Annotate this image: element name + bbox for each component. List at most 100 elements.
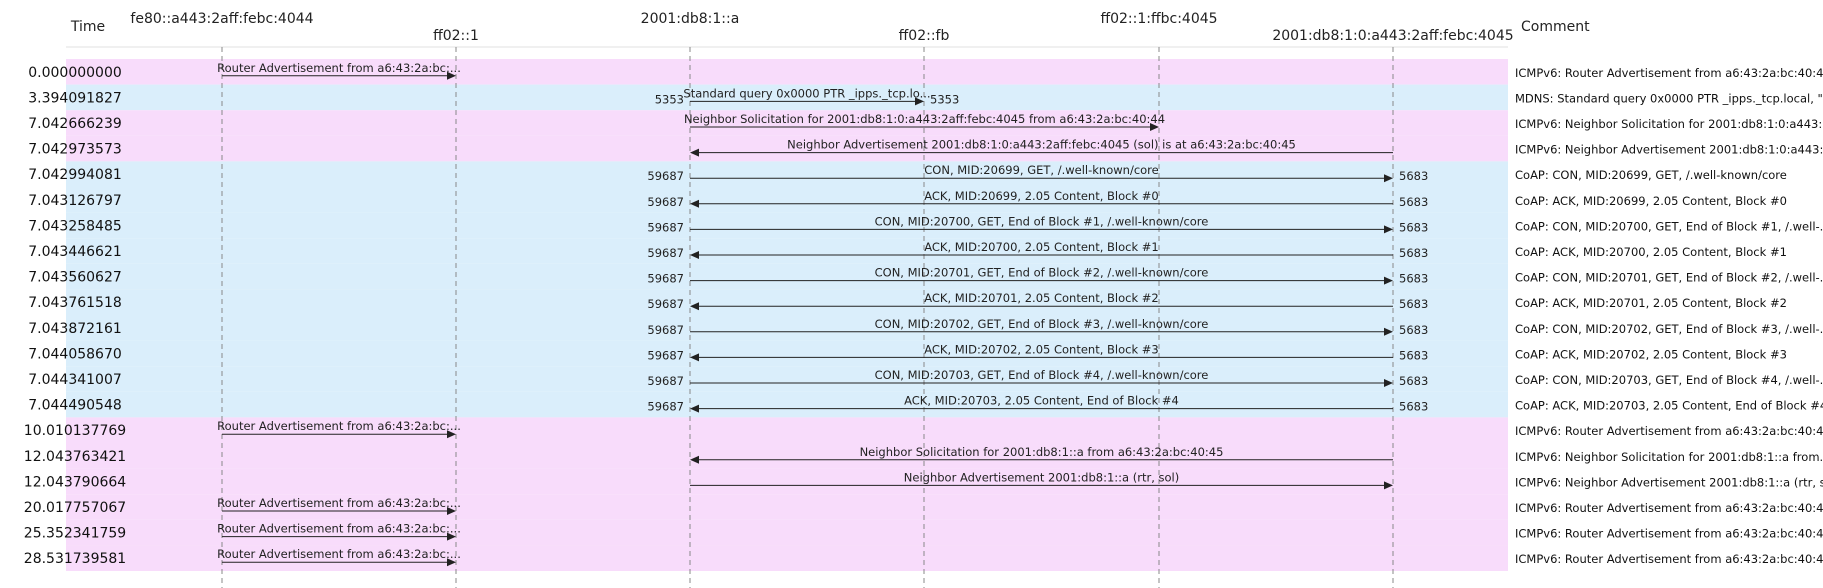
- source-port: 5353: [655, 92, 684, 106]
- row-comment: CoAP: ACK, MID:20702, 2.05 Content, Bloc…: [1515, 347, 1787, 361]
- message-label: Neighbor Advertisement 2001:db8:1:0:a443…: [787, 138, 1296, 152]
- row-comment: CoAP: ACK, MID:20701, 2.05 Content, Bloc…: [1515, 296, 1787, 310]
- row-band: [66, 161, 1508, 187]
- time-column-header: Time: [70, 19, 105, 35]
- host-headers: fe80::a443:2aff:febc:4044ff02::12001:db8…: [66, 11, 1514, 48]
- message-label: Neighbor Solicitation for 2001:db8:1:0:a…: [684, 112, 1165, 126]
- row-comment: ICMPv6: Router Advertisement from a6:43:…: [1515, 66, 1823, 80]
- row-comment: MDNS: Standard query 0x0000 PTR _ipps._t…: [1515, 91, 1823, 105]
- message-label: CON, MID:20700, GET, End of Block #1, /.…: [875, 214, 1209, 228]
- arrowhead-icon: [447, 532, 456, 541]
- row-time: 20.017757067: [24, 500, 126, 516]
- message-label: Neighbor Advertisement 2001:db8:1::a (rt…: [904, 470, 1179, 484]
- source-port: 5683: [1399, 195, 1428, 209]
- row-time: 10.010137769: [24, 423, 126, 439]
- arrowhead-icon: [1384, 276, 1393, 285]
- destination-port: 5683: [1399, 323, 1428, 337]
- row-band: [66, 468, 1508, 495]
- row-time: 7.043872161: [28, 321, 122, 337]
- row-band: [66, 443, 1508, 469]
- arrowhead-icon: [690, 455, 699, 464]
- arrowhead-icon: [1384, 327, 1393, 336]
- row-time: 12.043763421: [24, 449, 126, 465]
- row-comment: CoAP: CON, MID:20700, GET, End of Block …: [1515, 219, 1823, 233]
- flow-row[interactable]: 3.394091827 Standard query 0x0000 PTR _ip…: [28, 86, 1823, 106]
- row-time: 3.394091827: [28, 90, 122, 106]
- arrowhead-icon: [690, 404, 699, 413]
- host-header-5: 2001:db8:1:0:a443:2aff:febc:4045: [1272, 28, 1513, 44]
- row-time: 12.043790664: [24, 474, 127, 490]
- row-comment: ICMPv6: Router Advertisement from a6:43:…: [1515, 527, 1823, 541]
- row-band: [66, 187, 1508, 213]
- arrowhead-icon: [915, 97, 924, 106]
- row-band: [66, 545, 1508, 571]
- message-label: CON, MID:20703, GET, End of Block #4, /.…: [875, 368, 1209, 382]
- message-label: ACK, MID:20699, 2.05 Content, Block #0: [924, 189, 1159, 203]
- destination-port: 5683: [1399, 272, 1428, 286]
- message-label: Standard query 0x0000 PTR _ipps._tcp.lo.…: [683, 86, 930, 100]
- row-band: [66, 84, 1508, 111]
- destination-port: 59687: [647, 246, 684, 260]
- row-comment: ICMPv6: Neighbor Advertisement 2001:db8:…: [1515, 475, 1823, 489]
- row-time: 25.352341759: [24, 526, 126, 542]
- comment-column-header: Comment: [1521, 19, 1590, 35]
- row-time: 7.043560627: [28, 270, 122, 286]
- row-comment: ICMPv6: Router Advertisement from a6:43:…: [1515, 424, 1823, 438]
- destination-port: 59687: [647, 195, 684, 209]
- message-label: Router Advertisement from a6:43:2a:bc:..…: [217, 419, 461, 433]
- message-label: ACK, MID:20701, 2.05 Content, Block #2: [924, 291, 1159, 305]
- arrowhead-icon: [447, 507, 456, 515]
- message-label: CON, MID:20699, GET, /.well-known/core: [924, 163, 1158, 177]
- destination-port: 5683: [1399, 169, 1428, 183]
- row-time: 7.043446621: [28, 244, 122, 260]
- row-band: [66, 59, 1508, 85]
- row-band: [66, 110, 1508, 136]
- arrowhead-icon: [1150, 123, 1159, 131]
- row-time: 0.000000000: [28, 65, 122, 81]
- row-band: [66, 212, 1508, 239]
- row-band: [66, 417, 1508, 443]
- row-comment: ICMPv6: Neighbor Solicitation for 2001:d…: [1515, 117, 1823, 131]
- row-comment: ICMPv6: Neighbor Solicitation for 2001:d…: [1515, 450, 1823, 464]
- row-time: 7.044058670: [28, 346, 122, 362]
- arrowhead-icon: [1384, 481, 1393, 490]
- message-label: Router Advertisement from a6:43:2a:bc:..…: [217, 547, 461, 561]
- row-time: 28.531739581: [24, 551, 126, 567]
- host-lifelines: [221, 47, 1394, 588]
- host-header-0: fe80::a443:2aff:febc:4044: [130, 11, 313, 27]
- row-backgrounds: [66, 59, 1508, 571]
- arrowhead-icon: [690, 251, 699, 259]
- flow-row[interactable]: 10.010137769 Router Advertisement from a6…: [24, 419, 1823, 439]
- row-band: [66, 366, 1508, 392]
- row-band: [66, 315, 1508, 341]
- flow-row[interactable]: 28.531739581 Router Advertisement from a6…: [24, 547, 1823, 567]
- flow-row[interactable]: 12.043763421 Neighbor Solicitation for 20…: [24, 445, 1823, 465]
- arrowhead-icon: [447, 430, 456, 439]
- row-band: [66, 263, 1508, 290]
- row-comment: CoAP: CON, MID:20703, GET, End of Block …: [1515, 373, 1823, 387]
- row-band: [66, 391, 1508, 418]
- message-label: Neighbor Solicitation for 2001:db8:1::a …: [860, 445, 1224, 459]
- row-comment: ICMPv6: Router Advertisement from a6:43:…: [1515, 552, 1823, 566]
- source-port: 59687: [647, 272, 684, 286]
- host-header-3: ff02::fb: [899, 28, 950, 44]
- message-label: ACK, MID:20703, 2.05 Content, End of Blo…: [904, 394, 1179, 408]
- flow-row[interactable]: 12.043790664 Neighbor Advertisement 2001:…: [24, 470, 1823, 490]
- row-band: [66, 135, 1508, 162]
- source-port: 5683: [1399, 348, 1428, 362]
